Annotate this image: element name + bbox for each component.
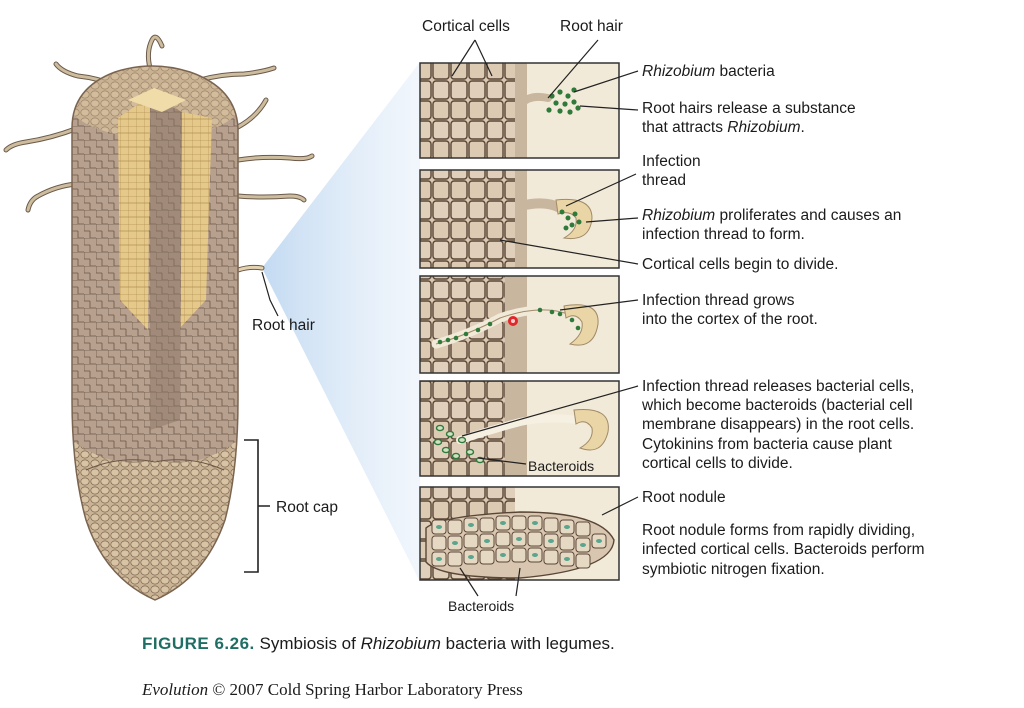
step4-line3: membrane disappears) in the root cells.	[642, 416, 915, 433]
figure-caption: FIGURE 6.26. Symbiosis of Rhizobium bact…	[142, 634, 615, 653]
panel-3	[419, 275, 620, 374]
step1-title: Rhizobium bacteria	[642, 63, 775, 80]
step2-line1: Rhizobium proliferates and causes an	[642, 207, 902, 224]
step4-line4: Cytokinins from bacteria cause plant	[642, 436, 892, 453]
step5-line2: infected cortical cells. Bacteroids perf…	[642, 541, 925, 558]
step4-line2: which become bacteroids (bacterial cell	[642, 397, 913, 414]
root-hair-leader	[261, 271, 279, 317]
step5-line3: symbiotic nitrogen fixation.	[642, 561, 825, 578]
panel-4	[419, 380, 620, 477]
step2-title1: Infection	[642, 153, 701, 170]
label-bacteroids-panel4: Bacteroids	[528, 458, 595, 474]
panel-2	[419, 169, 620, 269]
panel-5	[419, 486, 620, 581]
step2-line2: infection thread to form.	[642, 226, 805, 243]
root-tip	[3, 34, 315, 601]
step1-line1: Root hairs release a substance	[642, 100, 856, 117]
step3-line2: into the cortex of the root.	[642, 311, 818, 328]
figure-credit: Evolution © 2007 Cold Spring Harbor Labo…	[142, 680, 523, 699]
step2-title2: thread	[642, 172, 686, 189]
rhizobium-cluster-1	[546, 87, 581, 115]
label-bacteroids-panel5: Bacteroids	[448, 598, 515, 614]
step1-line2: that attracts Rhizobium.	[642, 119, 805, 136]
zoom-fan	[262, 62, 420, 582]
label-root-hair-left: Root hair	[252, 317, 315, 334]
label-root-cap: Root cap	[276, 499, 339, 516]
step4-line5: cortical cells to divide.	[642, 455, 793, 472]
root-cap-bracket	[244, 439, 270, 573]
step3-line1: Infection thread grows	[642, 292, 795, 309]
figure-number: FIGURE 6.26.	[142, 634, 255, 653]
step5-title: Root nodule	[642, 489, 726, 506]
step4-line1: Infection thread releases bacterial cell…	[642, 378, 915, 395]
step2-line3: Cortical cells begin to divide.	[642, 256, 839, 273]
label-cortical-cells: Cortical cells	[422, 18, 510, 35]
label-root-hair-top: Root hair	[560, 18, 623, 35]
leader-lines	[451, 39, 639, 597]
step5-line1: Root nodule forms from rapidly dividing,	[642, 522, 916, 539]
panel-1	[419, 62, 620, 159]
